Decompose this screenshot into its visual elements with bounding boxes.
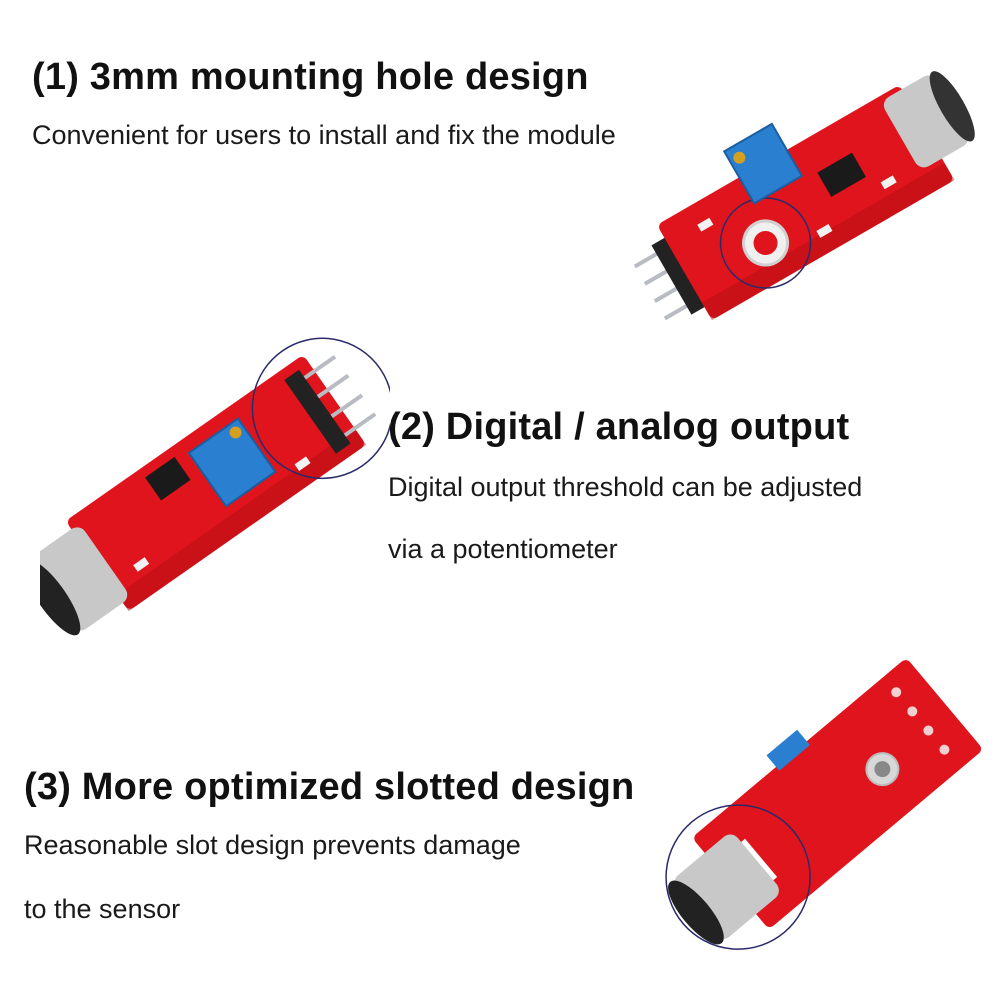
potentiometer-edge: [766, 729, 810, 771]
potentiometer: [722, 122, 804, 205]
chip: [145, 456, 191, 501]
sound-sensor-module-photo-1: [633, 71, 975, 321]
potentiometer: [187, 417, 277, 508]
section-3-heading: (3) More optimized slotted design: [24, 766, 635, 808]
section-2-heading: (2) Digital / analog output: [388, 406, 850, 448]
section-1-description: Convenient for users to install and fix …: [32, 120, 616, 150]
section-3-description-line-2: to the sensor: [24, 894, 181, 924]
pcb-board: [659, 87, 953, 318]
pin-header: [284, 369, 351, 454]
section-3-description-line-1: Reasonable slot design prevents damage: [24, 830, 521, 860]
section-2-description-line-2: via a potentiometer: [388, 534, 618, 564]
section-1-heading: (1) 3mm mounting hole design: [32, 56, 589, 98]
highlight-circle: [251, 337, 390, 480]
highlight-circle: [719, 197, 812, 289]
chip: [817, 152, 866, 197]
sound-sensor-module-photo-2: [40, 337, 390, 636]
section-2-description-line-1: Digital output threshold can be adjusted: [388, 472, 863, 502]
pin-header: [651, 236, 708, 315]
microphone: [40, 527, 128, 631]
pcb-board: [694, 660, 982, 928]
sound-sensor-module-photo-3: [665, 660, 982, 950]
highlight-circle: [665, 804, 811, 950]
